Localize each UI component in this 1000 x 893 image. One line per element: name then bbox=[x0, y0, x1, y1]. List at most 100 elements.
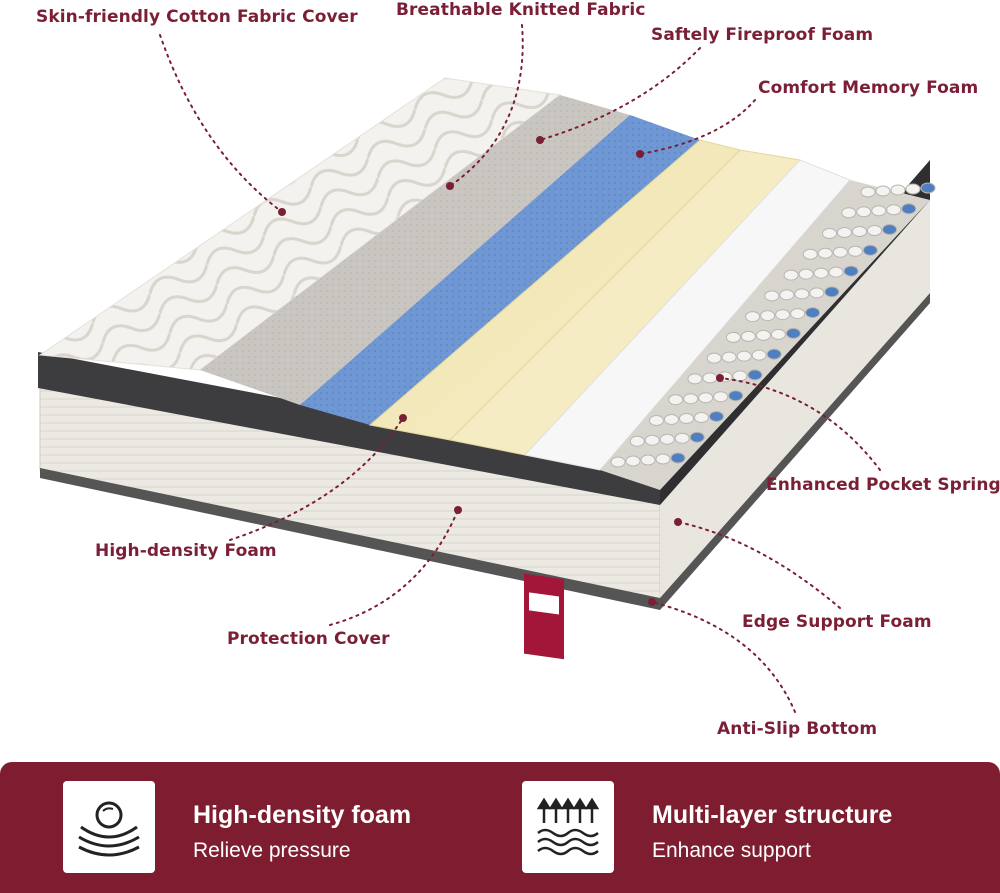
leader-pocket bbox=[719, 377, 881, 471]
pocket-spring bbox=[668, 394, 684, 406]
pocket-spring bbox=[764, 290, 780, 302]
leader-cotton bbox=[159, 34, 283, 213]
leader-highdensity bbox=[229, 417, 404, 541]
label-edge-support: Edge Support Foam bbox=[742, 612, 932, 632]
pocket-spring bbox=[920, 182, 936, 194]
pocket-spring bbox=[824, 286, 840, 298]
pocket-spring bbox=[860, 186, 876, 198]
pocket-spring bbox=[901, 203, 917, 215]
feature-subtitle: Relieve pressure bbox=[193, 839, 351, 862]
label-high-density-foam: High-density Foam bbox=[95, 541, 277, 561]
mattress-diagram bbox=[38, 24, 936, 713]
pocket-spring bbox=[625, 455, 641, 467]
pocket-spring bbox=[822, 228, 838, 240]
pocket-spring bbox=[751, 349, 767, 361]
pocket-spring bbox=[779, 289, 795, 301]
pocket-spring bbox=[745, 311, 761, 323]
label-protection-cover: Protection Cover bbox=[227, 629, 390, 649]
pocket-spring bbox=[747, 369, 763, 381]
pocket-spring bbox=[736, 350, 752, 362]
pocket-spring bbox=[809, 287, 825, 299]
label-knitted-fabric: Breathable Knitted Fabric bbox=[396, 0, 646, 20]
anti-slip-bottom-strip bbox=[40, 468, 660, 610]
pocket-spring bbox=[856, 206, 872, 218]
dot-protection bbox=[454, 506, 462, 514]
leader-fireproof bbox=[539, 47, 701, 141]
pocket-spring bbox=[841, 207, 857, 219]
pocket-springs bbox=[610, 182, 936, 468]
pocket-spring bbox=[794, 288, 810, 300]
dot-memory bbox=[636, 150, 644, 158]
pocket-spring bbox=[674, 432, 690, 444]
feature-icon-box bbox=[522, 781, 614, 873]
pocket-spring bbox=[644, 434, 660, 446]
label-memory-foam: Comfort Memory Foam bbox=[758, 78, 979, 98]
pocket-spring bbox=[687, 373, 703, 385]
anti-slip-bottom-right bbox=[660, 293, 930, 610]
dot-cotton bbox=[278, 208, 286, 216]
label-pocket-spring: Enhanced Pocket Spring bbox=[766, 475, 1000, 495]
knitted-fabric-layer bbox=[200, 95, 630, 405]
pocket-spring bbox=[648, 414, 664, 426]
pocket-spring bbox=[659, 433, 675, 445]
pocket-spring bbox=[610, 456, 626, 468]
layered-arrows-icon bbox=[536, 797, 600, 856]
pressure-foam-icon bbox=[78, 801, 140, 857]
pocket-spring bbox=[698, 392, 714, 404]
pocket-spring bbox=[663, 413, 679, 425]
pocket-spring bbox=[689, 431, 705, 443]
pocket-spring bbox=[882, 224, 898, 236]
pocket-spring bbox=[805, 307, 821, 319]
memory-foam-layer bbox=[300, 115, 700, 425]
pocket-spring bbox=[890, 184, 906, 196]
pocket-spring bbox=[813, 267, 829, 279]
pocket-spring bbox=[802, 248, 818, 260]
label-anti-slip: Anti-Slip Bottom bbox=[717, 719, 878, 739]
pocket-spring bbox=[847, 245, 863, 257]
leader-knitted bbox=[449, 24, 524, 187]
pocket-spring bbox=[708, 410, 724, 422]
pocket-spring bbox=[640, 454, 656, 466]
pocket-spring bbox=[905, 183, 921, 195]
feature-banner: High-density foam Relieve pressure Mul bbox=[0, 762, 1000, 893]
dot-knitted bbox=[446, 182, 454, 190]
feature-title: High-density foam bbox=[193, 801, 412, 829]
pocket-spring bbox=[817, 247, 833, 259]
pocket-spring bbox=[832, 246, 848, 258]
pocket-spring bbox=[843, 265, 859, 277]
pocket-spring bbox=[886, 204, 902, 216]
pocket-spring bbox=[862, 244, 878, 256]
pocket-spring bbox=[760, 310, 776, 322]
pocket-spring bbox=[867, 225, 883, 237]
pocket-spring bbox=[721, 351, 737, 363]
leader-protection bbox=[329, 509, 459, 626]
pocket-spring bbox=[775, 309, 791, 321]
leader-memory bbox=[639, 99, 756, 155]
dot-highdensity bbox=[399, 414, 407, 422]
pocket-spring bbox=[871, 205, 887, 217]
pocket-spring bbox=[766, 348, 782, 360]
feature-subtitle: Enhance support bbox=[652, 839, 811, 862]
brand-label bbox=[524, 573, 564, 660]
pocket-spring bbox=[770, 328, 786, 340]
pocket-spring bbox=[683, 393, 699, 405]
mattress-dark-band bbox=[38, 352, 660, 505]
pocket-spring bbox=[702, 372, 718, 384]
pocket-spring bbox=[678, 412, 694, 424]
pocket-spring bbox=[728, 390, 744, 402]
label-fireproof-foam: Saftely Fireproof Foam bbox=[651, 25, 874, 45]
pocket-spring bbox=[629, 435, 645, 447]
pocket-spring bbox=[706, 352, 722, 364]
pocket-spring bbox=[785, 327, 801, 339]
leader-edge bbox=[677, 521, 841, 609]
pocket-spring bbox=[790, 308, 806, 320]
pocket-spring bbox=[798, 268, 814, 280]
feature-icon-box bbox=[63, 781, 155, 873]
dot-pocket bbox=[716, 374, 724, 382]
feature-title: Multi-layer structure bbox=[652, 801, 893, 829]
pocket-spring bbox=[693, 411, 709, 423]
pocket-spring bbox=[655, 453, 671, 465]
pocket-spring bbox=[837, 227, 853, 239]
pocket-spring bbox=[713, 391, 729, 403]
pocket-spring bbox=[783, 269, 799, 281]
